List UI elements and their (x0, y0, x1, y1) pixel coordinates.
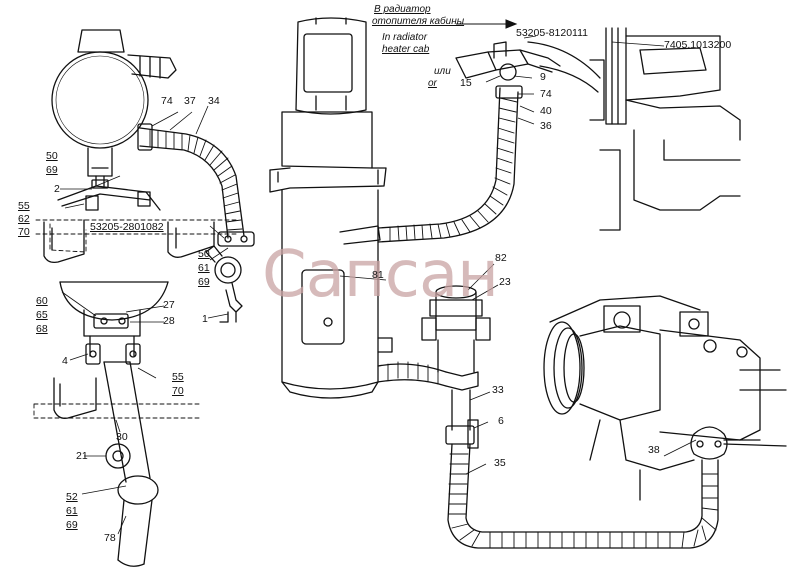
pulley (543, 321, 581, 415)
callout-65: 65 (36, 309, 48, 321)
callout-55: 55 (18, 200, 30, 212)
callout-4: 4 (62, 355, 68, 367)
partnum-bracket: 53205-2801082 (90, 221, 164, 233)
caption-en-2: heater cab (382, 44, 430, 55)
hose-36-outline-b (377, 91, 519, 243)
callout-74b: 74 (540, 88, 552, 100)
callout-78: 78 (104, 532, 116, 544)
callout-2: 2 (54, 183, 60, 195)
callout-50: 50 (46, 150, 58, 162)
watermark: Сапсан (262, 238, 499, 312)
caption-en-1: In radiator (382, 32, 428, 43)
callout-70: 70 (18, 226, 30, 238)
tank-cap (77, 29, 125, 53)
callout-34: 34 (208, 95, 220, 107)
callout-52: 52 (66, 491, 78, 503)
callout-69c: 69 (66, 519, 78, 531)
heater-body (281, 189, 379, 390)
callout-33: 33 (492, 384, 504, 396)
callout-81: 81 (372, 269, 384, 281)
hose-37-outline-a (139, 127, 245, 237)
callout-35: 35 (494, 457, 506, 469)
callout-60: 60 (36, 295, 48, 307)
callout-23: 23 (499, 276, 511, 288)
callout-82: 82 (495, 252, 507, 264)
hose-35-outline-b (465, 443, 703, 533)
callout-37: 37 (184, 95, 196, 107)
callout-27: 27 (163, 299, 175, 311)
caption-ru-2: отопителя кабины (372, 16, 465, 27)
callout-40: 40 (540, 105, 552, 117)
callout-38: 38 (648, 444, 660, 456)
callout-69: 69 (46, 164, 58, 176)
caption-ili: или (434, 66, 451, 77)
callout-69b: 69 (198, 276, 210, 288)
callout-28: 28 (163, 315, 175, 327)
pump-82 (435, 291, 477, 331)
drain-tap (214, 256, 242, 284)
partnum-pump: 7405.1013200 (664, 39, 732, 51)
caption-ru-1: В радиатор (374, 4, 431, 15)
callout-9: 9 (540, 71, 546, 83)
tank (51, 51, 149, 149)
callout-61: 61 (198, 262, 210, 274)
bowl (59, 281, 169, 321)
callout-55b: 55 (172, 371, 184, 383)
flow-arrow (456, 19, 518, 29)
hose-36-outline-a (377, 87, 501, 229)
tank-neck (127, 54, 177, 79)
callout-62: 62 (18, 213, 30, 225)
hose-37-outline-b (139, 145, 229, 239)
heater-lid (295, 17, 367, 115)
callout-50b: 50 (198, 248, 210, 260)
callout-30: 30 (116, 431, 128, 443)
callout-21: 21 (76, 450, 88, 462)
caption-or: or (428, 78, 437, 89)
tank-bracket (87, 147, 113, 177)
callout-68: 68 (36, 323, 48, 335)
partnum-valve: 53205-8120111 (516, 27, 589, 39)
callout-36: 36 (540, 120, 552, 132)
callout-15: 15 (460, 77, 472, 89)
pipe-30 (103, 361, 151, 483)
valve-body (455, 51, 497, 79)
callout-61b: 61 (66, 505, 78, 517)
callout-1: 1 (202, 313, 208, 325)
callout-70b: 70 (172, 385, 184, 397)
hose-35-outline-a (447, 443, 719, 549)
pump-7405 (605, 27, 627, 125)
callout-74: 74 (161, 95, 173, 107)
callout-6: 6 (498, 415, 504, 427)
